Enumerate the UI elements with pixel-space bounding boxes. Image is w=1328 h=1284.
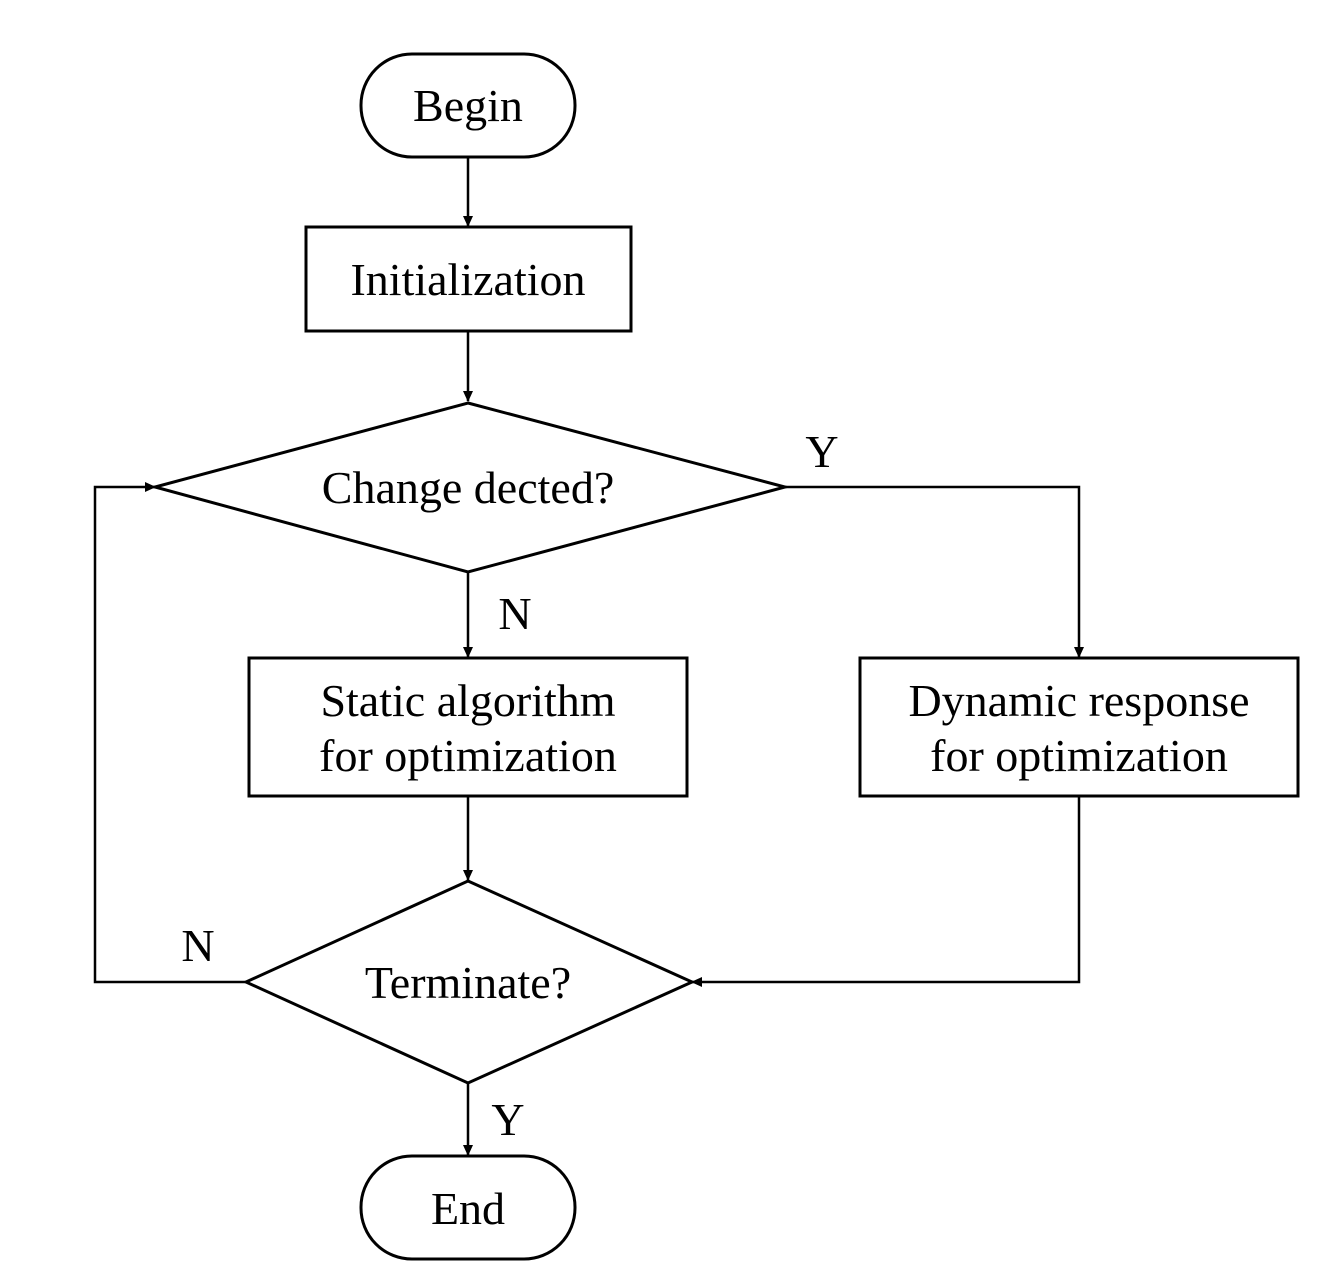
dynamic-response-label-line2: for optimization [930, 730, 1228, 781]
end-node: End [359, 1154, 577, 1261]
static-algorithm-node: Static algorithm for optimization [247, 656, 689, 798]
arrow-dynamic-to-terminate [691, 796, 1081, 987]
change-detected-decision: Change dected? [149, 401, 791, 574]
static-algorithm-label-line1: Static algorithm [320, 675, 615, 726]
edge-label-change-no: N [498, 588, 531, 639]
begin-label: Begin [413, 80, 523, 131]
arrow-change-to-dynamic [785, 485, 1084, 658]
end-label: End [431, 1183, 505, 1234]
edge-label-terminate-no: N [181, 920, 214, 971]
terminate-label: Terminate? [365, 957, 571, 1008]
arrow-terminate-loop-back [93, 482, 246, 984]
change-detected-label: Change dected? [322, 462, 614, 513]
initialization-node: Initialization [304, 225, 633, 333]
dynamic-response-node: Dynamic response for optimization [858, 656, 1300, 798]
edge-label-terminate-yes: Y [491, 1094, 524, 1145]
terminate-decision: Terminate? [242, 879, 696, 1085]
initialization-label: Initialization [350, 254, 585, 305]
static-algorithm-label-line2: for optimization [319, 730, 617, 781]
dynamic-response-label-line1: Dynamic response [908, 675, 1249, 726]
begin-node: Begin [359, 52, 577, 159]
edge-label-change-yes: Y [805, 426, 838, 477]
